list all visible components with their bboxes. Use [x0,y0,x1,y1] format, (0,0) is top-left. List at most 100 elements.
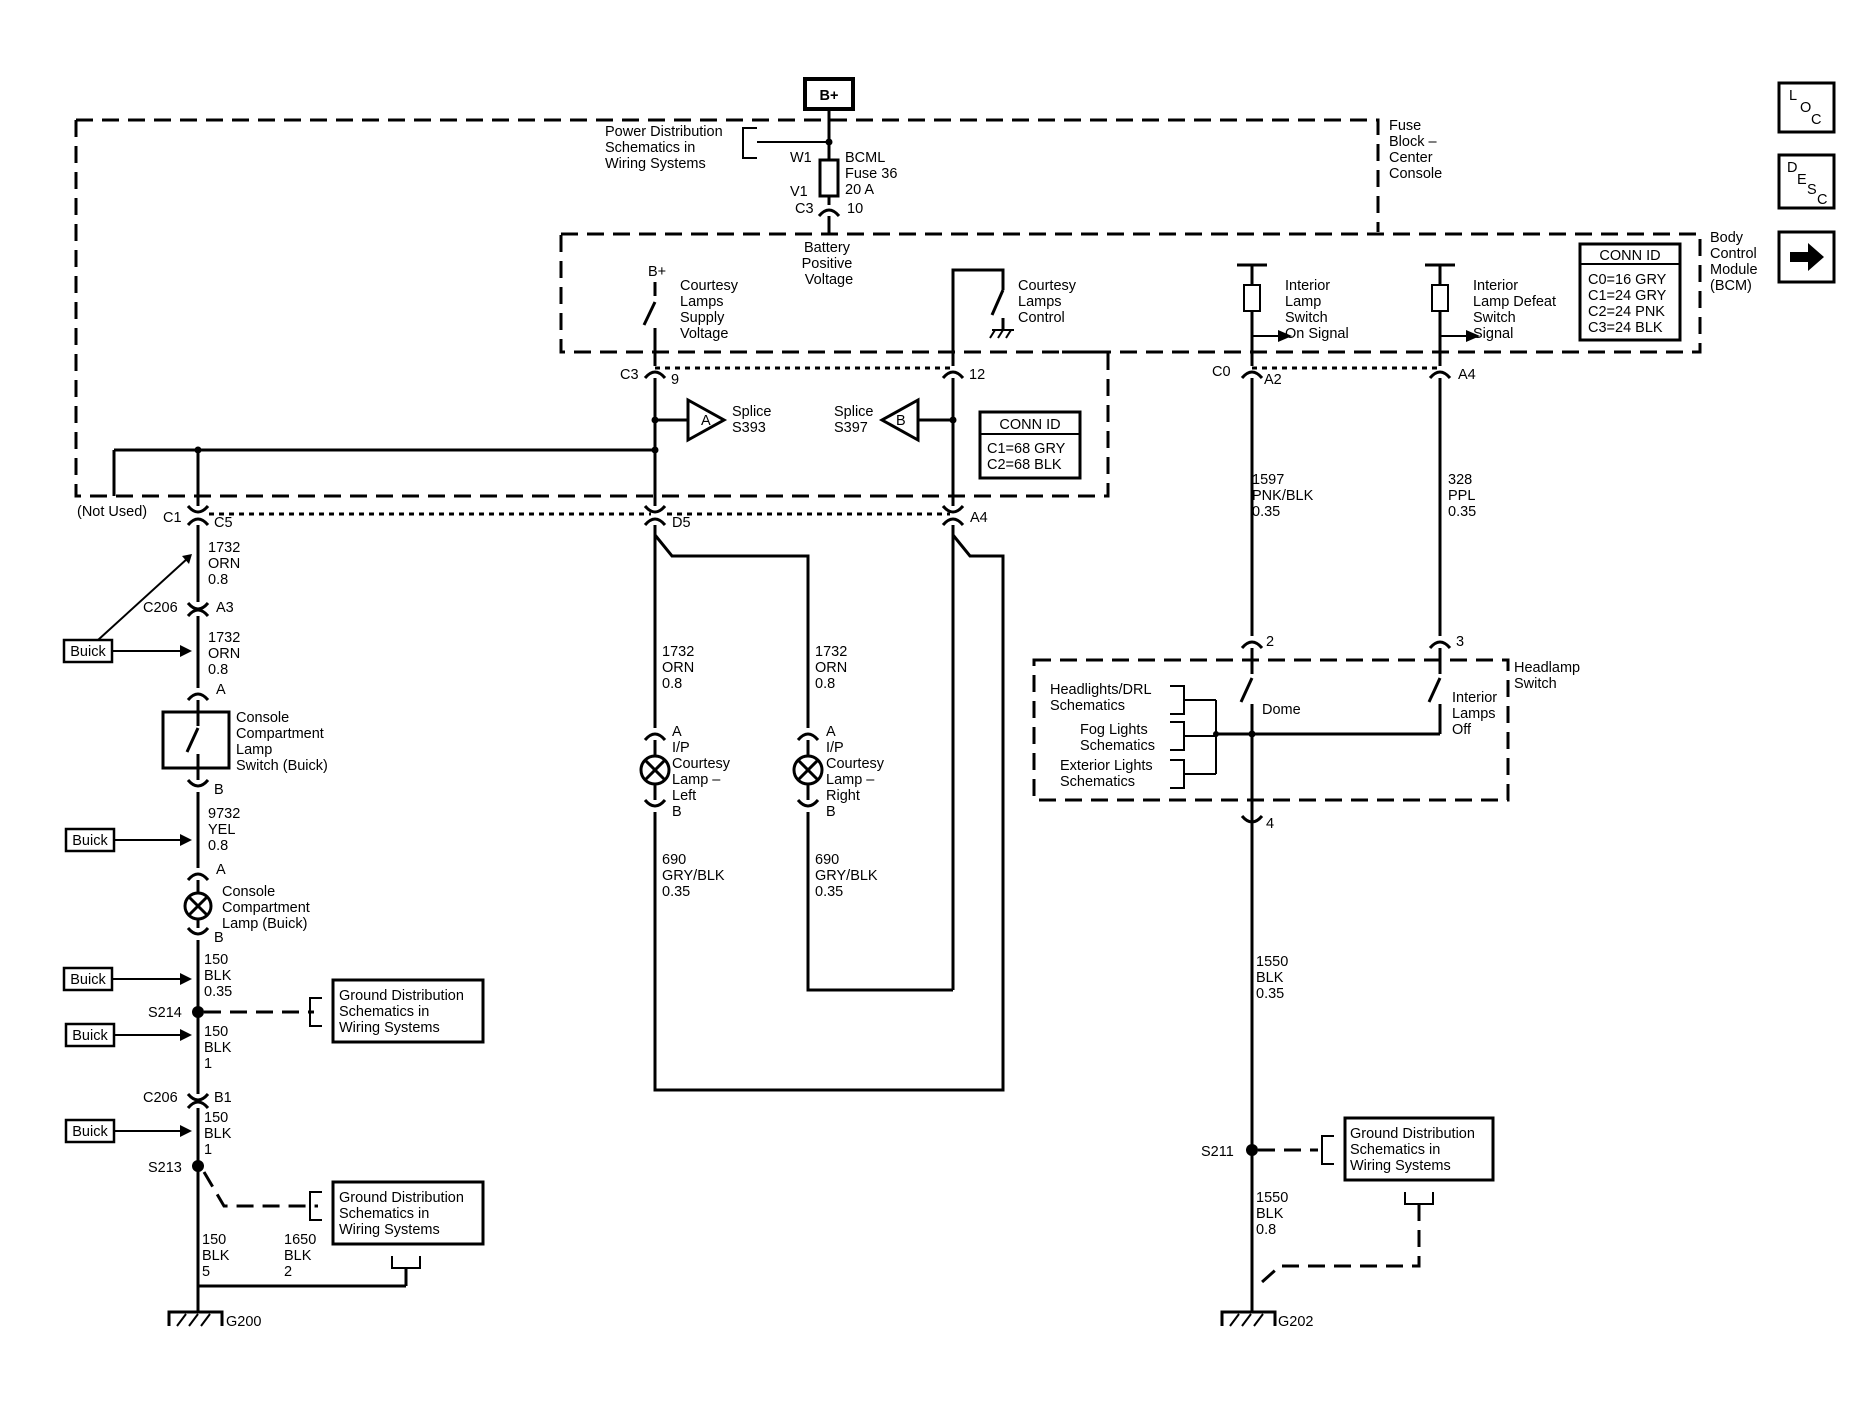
g200-label: G200 [226,1314,261,1330]
supply-switch [642,301,657,326]
right-section: 1597 PNK/BLK 0.35 328 PPL 0.35 2 3 Headl… [1032,472,1580,1330]
svg-text:Buick: Buick [70,972,106,988]
svg-text:L: L [1789,88,1797,104]
ip-lamp-right-label: I/P Courtesy Lamp – Right [826,740,888,804]
headlamp-pin-2: 2 [1266,634,1274,650]
svg-text:C: C [1811,112,1821,128]
splice-s393-label: Splice S393 [732,404,776,436]
b-plus-label: B+ [820,88,839,104]
svg-text:Buick: Buick [72,833,108,849]
wire-1597: 1597 PNK/BLK 0.35 [1252,472,1317,520]
console-lamp-switch-label: Console Compartment Lamp Switch (Buick) [236,710,328,774]
c206-label: C206 [143,600,178,616]
battery-positive-label: Battery Positive Voltage [802,240,857,288]
c1-label: C1 [163,510,182,526]
interior-lamps-off-label: Interior Lamps Off [1452,690,1501,738]
top-section: B+ Power Distribution Schematics in Wiri… [605,77,1442,288]
fuse-36-symbol [818,158,840,198]
interior-off-switch [1427,677,1442,703]
splice-s397-triangle [878,397,920,443]
fog-lights-ref[interactable]: Fog Lights Schematics [1080,722,1155,754]
svg-text:C: C [1817,192,1827,208]
switch-pin-a: A [216,682,226,698]
bcm-b-plus: B+ [648,264,666,280]
svg-text:O: O [1800,100,1811,116]
bcm-conn-id-box [1578,242,1682,342]
buick-callouts: Buick Buick Buick Buick Buick [62,554,192,1144]
exterior-lights-ref[interactable]: Exterior Lights Schematics [1060,758,1157,790]
s213-label: S213 [148,1160,182,1176]
pin9-label: 9 [671,372,679,388]
ground-distribution-ref-2[interactable] [331,1180,485,1246]
on-signal-label: Interior Lamp Switch On Signal [1285,278,1349,342]
a2-label: A2 [1264,372,1282,388]
splice-section: A Splice S393 B Splice S397 CONN ID C1=6… [651,397,1082,480]
s211-label: S211 [1201,1144,1234,1160]
wire-1650: 1650 BLK 2 [284,1232,320,1280]
splice-conn-id-list: C1=68 GRY C2=68 BLK [987,441,1069,473]
dome-switch [1239,677,1254,703]
a3-label: A3 [216,600,234,616]
wire-328: 328 PPL 0.35 [1448,472,1479,520]
wire-1732-b: 1732 ORN 0.8 [208,630,244,678]
defeat-arrow-icon [1466,330,1480,342]
lamp-right-pin-b: B [826,804,836,820]
headlamp-switch-enclosure [1032,658,1510,802]
bcm-conn-id-list: C0=16 GRY C1=24 GRY C2=24 PNK C3=24 BLK [1588,272,1670,336]
console-lamp-label: Console Compartment Lamp (Buick) [222,884,314,932]
splice-s211 [1246,1144,1258,1156]
wire-150-c: 150 BLK 1 [204,1110,235,1158]
left-section: (Not Used) C1 C5 D5 A4 1732 ORN 0.8 C206… [77,504,988,1330]
svg-text:Buick: Buick [70,644,106,660]
headlamp-pin-4: 4 [1266,816,1274,832]
wire-1550-a: 1550 BLK 0.35 [1256,954,1292,1002]
headlights-drl-ref[interactable]: Headlights/DRL Schematics [1050,682,1155,714]
svg-text:Buick: Buick [72,1124,108,1140]
fuse-block-label: Fuse Block – Center Console [1389,118,1442,182]
c3-label: C3 [620,367,639,383]
fuse-block-enclosure [74,118,1380,498]
bcm-label: Body Control Module (BCM) [1710,230,1762,294]
ground-g200-icon [167,1310,224,1327]
ground-distribution-3-label: Ground Distribution Schematics in Wiring… [1350,1126,1479,1174]
next-button[interactable] [1777,230,1836,284]
splice-s214 [192,1006,204,1018]
ground-distribution-2-label: Ground Distribution Schematics in Wiring… [339,1190,468,1238]
connector-dotted-lines [209,366,1440,516]
lamp-pin-b: B [214,930,224,946]
wire-1732-a: 1732 ORN 0.8 [208,540,244,588]
fuse-36-label: BCML Fuse 36 20 A [845,150,901,198]
main-wiring [112,378,1442,636]
wire-150-b: 150 BLK 1 [204,1024,235,1072]
svg-text:Buick: Buick [72,1028,108,1044]
wire-1732-left: 1732 ORN 0.8 [662,644,698,692]
svg-text:E: E [1797,172,1807,188]
v1-label: V1 [790,184,808,200]
dome-label: Dome [1262,702,1301,718]
wire-9732: 9732 YEL 0.8 [208,806,244,854]
on-signal-resistor [1243,284,1261,312]
pin10-label: 10 [847,201,863,217]
wire-1550-b: 1550 BLK 0.8 [1256,1190,1292,1238]
splice-s393-triangle [686,397,728,443]
a4-label-c1: A4 [970,510,988,526]
splice-s213 [192,1160,204,1172]
c206b-label: C206 [143,1090,178,1106]
pin12-label: 12 [969,367,985,383]
lamp-left-pin-b: B [672,804,682,820]
g202-label: G202 [1278,1314,1313,1330]
defeat-resistor [1431,284,1449,312]
power-distribution-ref[interactable]: Power Distribution Schematics in Wiring … [605,124,727,172]
bcm-section: Body Control Module (BCM) CONN ID C0=16 … [620,230,1762,388]
ground-distribution-ref-3[interactable] [1343,1116,1495,1182]
s214-label: S214 [148,1005,182,1021]
splice-conn-id-box [978,410,1082,480]
ground-distribution-ref-1[interactable] [331,978,485,1044]
c3-10-connector [817,208,841,218]
control-switch [990,289,1005,316]
loc-button[interactable]: L O C [1777,81,1836,134]
wire-690-left: 690 GRY/BLK 0.35 [662,852,729,900]
a4-label-bcm: A4 [1458,367,1476,383]
desc-button[interactable]: D E S C [1777,153,1836,210]
